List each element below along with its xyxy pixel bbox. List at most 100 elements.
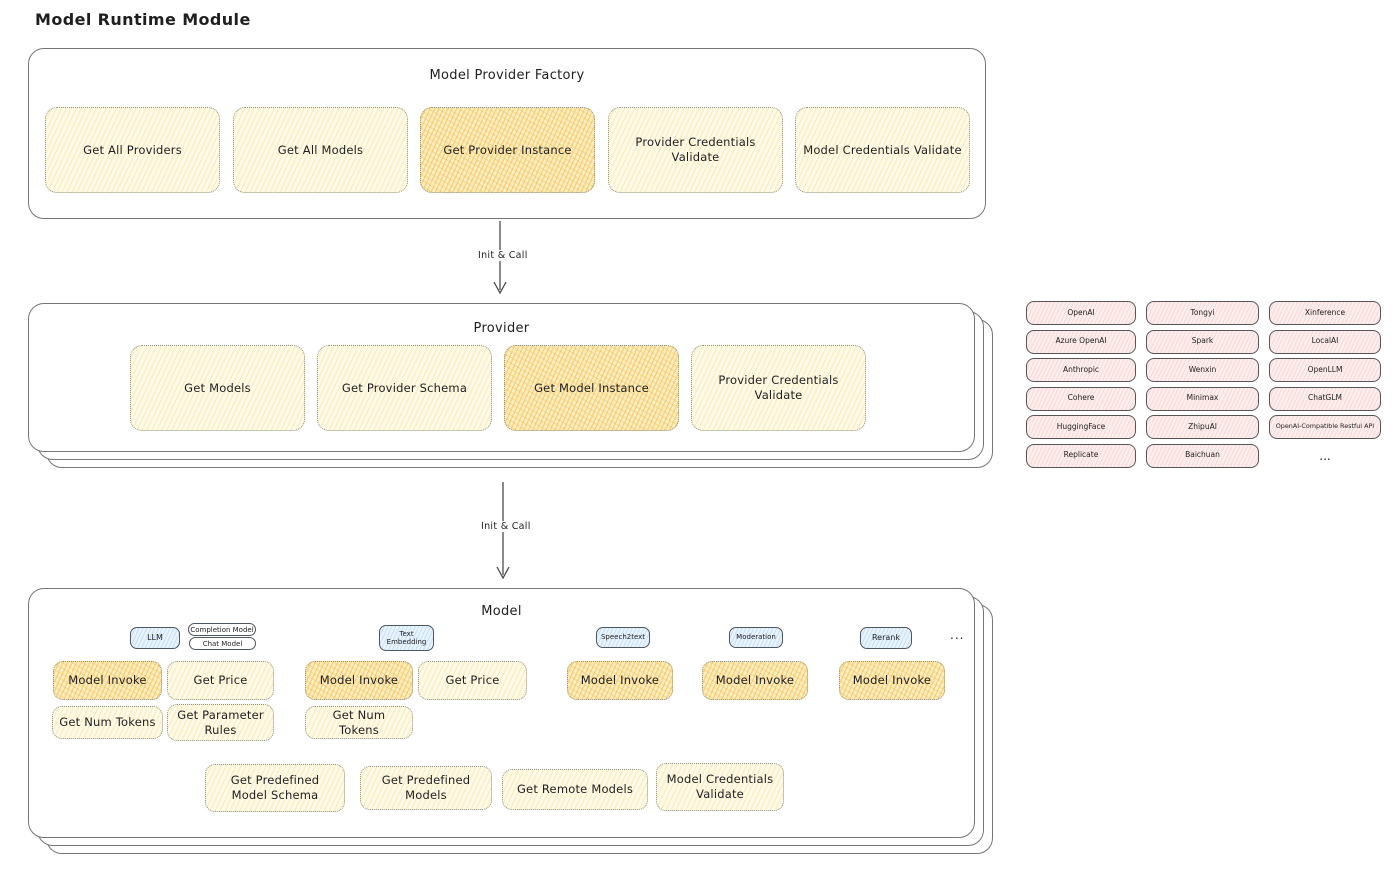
provider-pill-localai-label: LocalAI [1311,336,1339,346]
factory-btn-get-provider-instance: Get Provider Instance [420,107,595,193]
model-tabs-ellipsis: ... [950,628,965,642]
factory-title: Model Provider Factory [429,68,585,83]
model-btn-moderation-model-invoke-label: Model Invoke [715,673,795,688]
model-btn-get-predefined-models-label: Get Predefined Models [381,773,471,802]
model-btn-llm-model-invoke: Model Invoke [53,661,162,700]
provider-pill-minimax: Minimax [1146,386,1259,411]
provider-pill-openllm-label: OpenLLM [1307,364,1343,374]
factory-btn-provider-credentials-validate-label: Provider Credentials Validate [635,135,756,164]
provider-pill-anthropic: Anthropic [1026,358,1136,382]
provider-title: Provider [473,321,530,336]
model-btn-get-remote-models: Get Remote Models [502,769,648,810]
provider-pill-openai-compatible: OpenAI-Compatible Restful API [1269,415,1381,439]
tab-rerank-label: Rerank [871,633,900,643]
model-btn-llm-get-parameter-rules-label: Get Parameter Rules [177,707,264,737]
provider-pill-openllm: OpenLLM [1269,358,1381,382]
provider-btn-get-models-label: Get Models [184,380,251,395]
provider-pill-openai-compatible-label: OpenAI-Compatible Restful API [1275,422,1375,431]
provider-pill-baichuan-label: Baichuan [1185,450,1220,460]
model-btn-llm-get-parameter-rules: Get Parameter Rules [167,704,274,741]
model-btn-get-predefined-model-schema-label: Get Predefined Model Schema [230,773,320,802]
tab-llm-label: LLM [147,633,163,643]
provider-pill-huggingface: HuggingFace [1026,415,1136,439]
model-title: Model [481,604,522,619]
model-btn-get-predefined-model-schema: Get Predefined Model Schema [205,764,345,812]
factory-btn-provider-credentials-validate: Provider Credentials Validate [608,107,783,193]
model-btn-s2t-model-invoke-label: Model Invoke [580,673,660,688]
model-btn-llm-get-num-tokens: Get Num Tokens [52,706,163,739]
model-btn-get-predefined-models: Get Predefined Models [360,766,492,810]
provider-pill-azure-openai: Azure OpenAI [1026,329,1136,354]
tab-speech2text: Speech2text [596,627,650,648]
tab-text-embedding-label: Text Embedding [386,629,427,646]
tab-moderation-label: Moderation [736,633,776,642]
tab-completion-model: Completion Model [188,623,256,636]
tab-rerank: Rerank [860,627,912,649]
provider-pill-minimax-label: Minimax [1186,393,1219,403]
model-btn-rerank-model-invoke-label: Model Invoke [852,673,932,688]
provider-pill-openai: OpenAI [1026,301,1136,325]
provider-pill-openai-label: OpenAI [1067,307,1095,317]
model-btn-moderation-model-invoke: Model Invoke [702,661,808,700]
tab-chat-model-label: Chat Model [202,639,243,648]
model-btn-model-credentials-validate: Model Credentials Validate [656,763,784,811]
model-btn-model-credentials-validate-label: Model Credentials Validate [666,772,774,801]
tab-completion-model-label: Completion Model [190,625,254,634]
factory-btn-get-provider-instance-label: Get Provider Instance [443,142,572,157]
provider-pill-zhipuai: ZhipuAI [1146,415,1259,439]
provider-pill-zhipuai-label: ZhipuAI [1188,421,1217,431]
factory-btn-get-all-models: Get All Models [233,107,408,193]
provider-btn-get-provider-schema: Get Provider Schema [317,345,492,431]
model-btn-s2t-model-invoke: Model Invoke [567,661,673,700]
factory-btn-get-all-providers: Get All Providers [45,107,220,193]
provider-list: OpenAI Tongyi Xinference Azure OpenAI Sp… [1026,301,1381,468]
tab-moderation: Moderation [729,627,783,648]
model-btn-te-get-price: Get Price [418,661,527,700]
model-btn-te-get-num-tokens: Get Num Tokens [305,706,413,739]
provider-pill-tongyi-label: Tongyi [1190,307,1215,317]
factory-btn-get-all-models-label: Get All Models [277,142,364,157]
model-btn-llm-get-price-label: Get Price [193,673,248,688]
provider-btn-get-models: Get Models [130,345,305,431]
model-btn-rerank-model-invoke: Model Invoke [839,661,945,700]
provider-btn-get-provider-schema-label: Get Provider Schema [341,380,468,395]
provider-btn-provider-credentials-validate: Provider Credentials Validate [691,345,866,431]
provider-pill-cohere: Cohere [1026,386,1136,411]
provider-pill-chatglm-label: ChatGLM [1308,393,1342,403]
provider-btn-get-model-instance: Get Model Instance [504,345,679,431]
provider-pill-anthropic-label: Anthropic [1062,364,1100,374]
provider-pill-replicate-label: Replicate [1063,450,1099,460]
model-btn-te-get-price-label: Get Price [445,673,500,688]
provider-btn-get-model-instance-label: Get Model Instance [534,380,649,395]
provider-pill-huggingface-label: HuggingFace [1056,421,1106,431]
page-title: Model Runtime Module [35,10,251,29]
init-call-label-1: Init & Call [474,250,532,261]
model-btn-te-model-invoke-label: Model Invoke [319,673,399,688]
provider-list-ellipsis: ... [1319,448,1331,463]
init-call-arrow-2-icon [496,482,510,580]
provider-btn-provider-credentials-validate-label: Provider Credentials Validate [718,373,839,402]
provider-pill-chatglm: ChatGLM [1269,386,1381,411]
model-btn-te-get-num-tokens-label: Get Num Tokens [332,707,386,737]
tab-speech2text-label: Speech2text [600,633,646,642]
model-btn-llm-get-price: Get Price [167,661,274,700]
provider-pill-wenxin-label: Wenxin [1188,364,1217,374]
provider-pill-localai: LocalAI [1269,329,1381,354]
init-call-label-2: Init & Call [477,521,535,532]
provider-pill-wenxin: Wenxin [1146,358,1259,382]
tab-text-embedding: Text Embedding [379,625,434,651]
model-btn-llm-model-invoke-label: Model Invoke [68,673,147,688]
model-btn-llm-get-num-tokens-label: Get Num Tokens [59,715,156,730]
factory-btn-model-credentials-validate: Model Credentials Validate [795,107,970,193]
provider-pill-azure-openai-label: Azure OpenAI [1055,336,1107,346]
factory-btn-model-credentials-validate-label: Model Credentials Validate [803,142,962,157]
provider-pill-spark: Spark [1146,329,1259,354]
tab-chat-model: Chat Model [189,637,256,650]
provider-pill-xinference-label: Xinference [1304,307,1346,317]
tab-llm: LLM [130,627,180,649]
model-btn-te-model-invoke: Model Invoke [305,661,413,700]
provider-pill-replicate: Replicate [1026,443,1136,468]
provider-pill-baichuan: Baichuan [1146,443,1259,468]
provider-pill-xinference: Xinference [1269,301,1381,325]
factory-btn-get-all-providers-label: Get All Providers [83,142,182,157]
